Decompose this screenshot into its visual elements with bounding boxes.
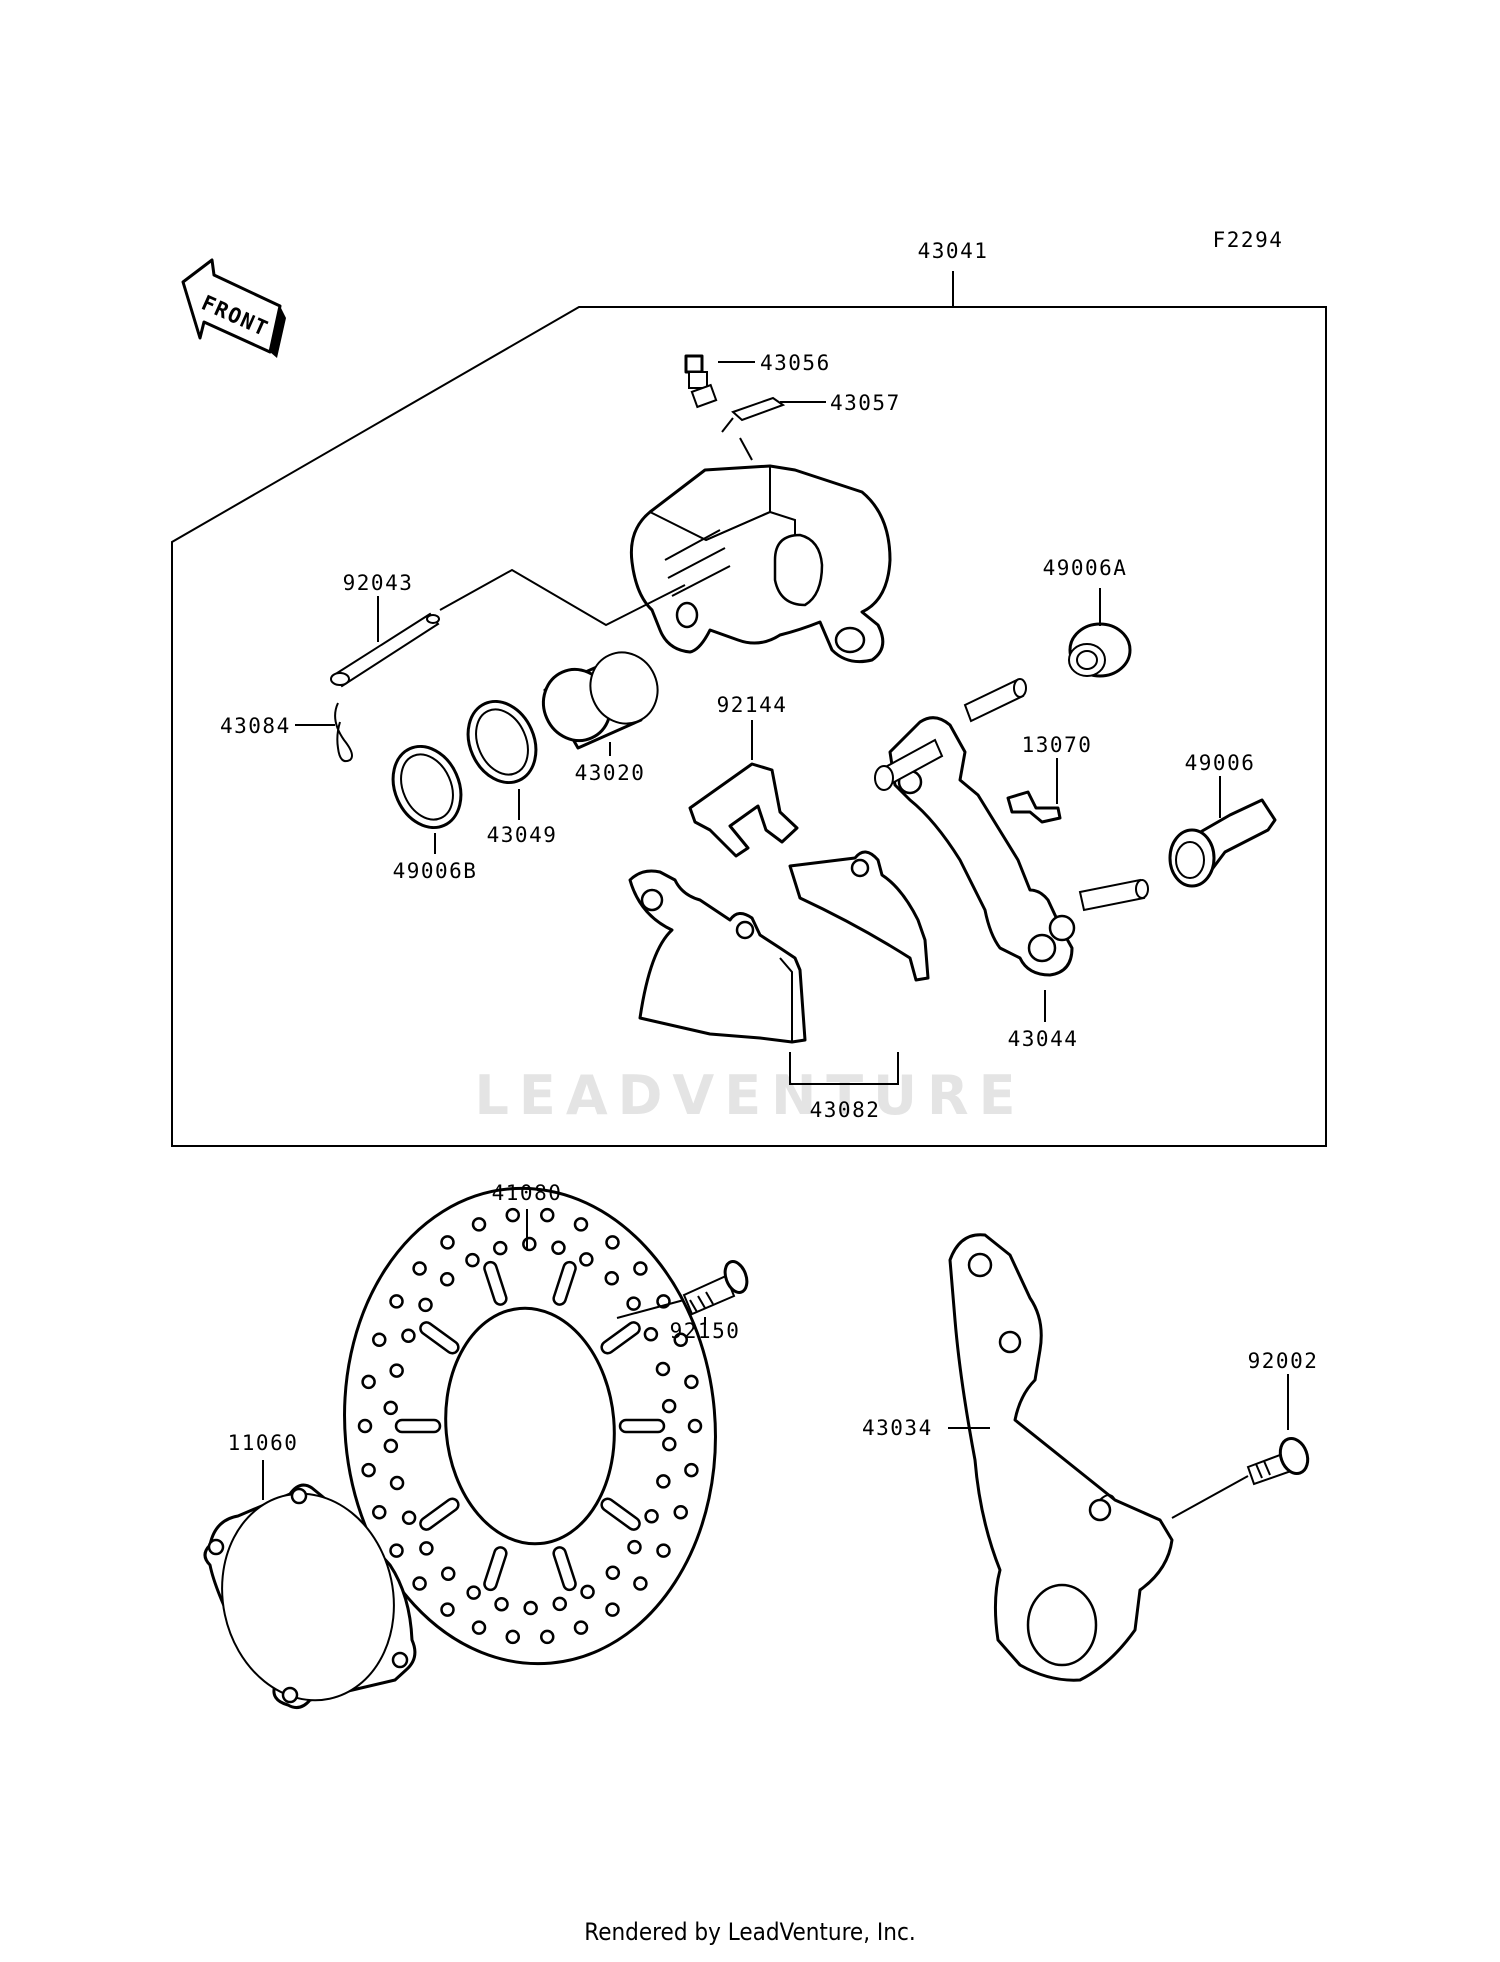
pin-boot-a: [1068, 622, 1132, 678]
callout-43034: 43034: [862, 1416, 933, 1440]
callout-92002: 92002: [1248, 1349, 1319, 1373]
dust-seal: [391, 744, 463, 830]
front-arrow-icon: FRONT: [181, 258, 286, 358]
brake-disc: [343, 1186, 717, 1666]
disc-bolt: [682, 1260, 749, 1316]
bleeder-cap: [721, 396, 786, 433]
callout-43041: 43041: [918, 239, 989, 263]
callout-49006: 49006: [1185, 751, 1256, 775]
caliper-pin: [330, 612, 440, 688]
footer-credit: Rendered by LeadVenture, Inc.: [584, 1918, 916, 1946]
callout-13070: 13070: [1022, 733, 1093, 757]
callout-43049: 43049: [487, 823, 558, 847]
callout-92150: 92150: [670, 1319, 741, 1343]
callout-43056: 43056: [760, 351, 831, 375]
watermark: LEADVENTURE: [475, 1064, 1026, 1127]
callout-43082: 43082: [810, 1098, 881, 1122]
piston: [541, 651, 659, 750]
bracket-pin-left: [874, 738, 944, 791]
caliper-holder: [948, 1233, 1174, 1682]
callout-49006B: 49006B: [393, 859, 478, 883]
callout-49006A: 49006A: [1043, 556, 1128, 580]
brake-pad-front: [628, 869, 807, 1044]
callout-11060: 11060: [228, 1431, 299, 1455]
pin-boot: [1168, 798, 1277, 888]
assembly-frame: [171, 306, 1327, 1147]
callout-92144: 92144: [717, 693, 788, 717]
bracket-pin-lower: [1078, 878, 1149, 912]
caliper-body: [629, 464, 892, 664]
bracket-pin-upper: [963, 678, 1027, 723]
callout-43020: 43020: [575, 761, 646, 785]
holder-bolt: [1246, 1437, 1310, 1486]
r-clip: [334, 702, 353, 763]
callout-43044: 43044: [1008, 1027, 1079, 1051]
brake-pad-rear: [788, 850, 930, 982]
callout-92043: 92043: [343, 571, 414, 595]
figure-code: F2294: [1213, 228, 1284, 252]
bleeder-valve: [684, 354, 718, 409]
callout-43084: 43084: [220, 714, 291, 738]
anti-rattle-plate: [1006, 790, 1062, 824]
callout-41080: 41080: [492, 1181, 563, 1205]
callout-43057: 43057: [830, 391, 901, 415]
piston-seal: [466, 699, 538, 785]
pad-spring: [688, 762, 799, 858]
disc-gasket: [203, 1483, 417, 1710]
